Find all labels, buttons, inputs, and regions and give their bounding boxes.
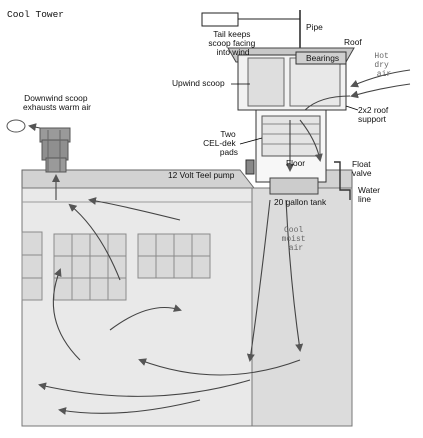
label-upwind-scoop: Upwind scoop (172, 78, 225, 88)
label-floor: Floor (286, 158, 305, 168)
tank (269, 177, 319, 195)
tail-vane (201, 12, 300, 27)
label-tank: 20 gallon tank (274, 197, 327, 207)
label-tail: Tail keeps scoop facing into wind (208, 29, 257, 57)
label-roof: Roof (344, 37, 362, 47)
window-middle (53, 233, 127, 301)
house-front-wall (21, 187, 253, 427)
diagram-title: Cool Tower (7, 9, 64, 20)
upwind-scoop (237, 51, 347, 111)
label-downwind-scoop: Downwind scoop exhausts warm air (23, 93, 91, 112)
label-bearings: Bearings (306, 53, 339, 63)
warm-air-puff (6, 119, 26, 133)
label-float-valve: Float valve (352, 159, 373, 178)
house-side-wall (251, 187, 353, 427)
pump (245, 159, 255, 175)
bearings (295, 51, 347, 65)
airflow (28, 69, 411, 415)
label-pump: 12 Volt Teel pump (168, 170, 235, 180)
water-line-pipe (334, 161, 351, 200)
label-pads: Two CEL-dek pads (203, 129, 238, 157)
downwind-scoop (6, 119, 71, 173)
label-hot-dry-air: Hot dry air (374, 52, 393, 79)
house (21, 169, 353, 427)
window-right (137, 233, 211, 279)
label-water-line: Water line (358, 185, 382, 204)
label-roof-support: 2x2 roof support (358, 105, 391, 124)
label-pipe: Pipe (306, 22, 323, 32)
label-cool-moist-air: Cool moist air (282, 226, 311, 253)
windows (21, 231, 211, 301)
labels: Tail keeps scoop facing into wind Pipe R… (23, 22, 393, 253)
window-left (21, 231, 43, 301)
